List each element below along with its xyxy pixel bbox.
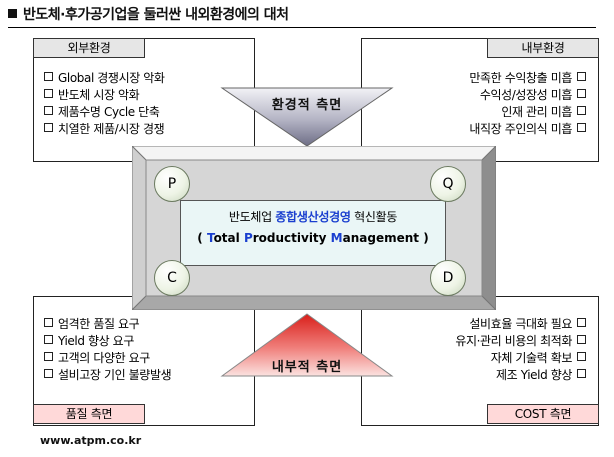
list-item-text: 인재 관리 미흡 xyxy=(501,105,572,119)
checkbox-bullet-icon xyxy=(577,352,586,361)
tpm-center-box: 반도체업 종합생산성경영 혁신활동 ( Total Productivity M… xyxy=(180,200,446,266)
checkbox-bullet-icon xyxy=(44,318,53,327)
list-item: 수익성/성장성 미흡 xyxy=(372,87,586,104)
list-item-text: 자체 기술력 확보 xyxy=(490,351,573,365)
do-circle-d: D xyxy=(430,260,466,296)
check-circle-c: C xyxy=(154,260,190,296)
cost-list: 설비효율 극대화 필요 유지·관리 비용의 최적화 자체 기술력 확보 제조 Y… xyxy=(372,316,586,384)
word-management-rest: anagement xyxy=(342,231,420,245)
checkbox-bullet-icon xyxy=(577,123,586,132)
page-title-text: 반도체·후가공기업을 둘러싼 내외환경에의 대처 xyxy=(23,7,289,23)
quality-list: 엄격한 품질 요구 Yield 향상 요구 고객의 다양한 요구 설비고장 기인… xyxy=(44,316,172,384)
checkbox-bullet-icon xyxy=(44,72,53,81)
checkbox-bullet-icon xyxy=(44,335,53,344)
tpm-korean-heading: 반도체업 종합생산성경영 혁신활동 xyxy=(181,209,445,225)
list-item: 내직장 주인의식 미흡 xyxy=(372,121,586,138)
word-productivity-rest: roductivity xyxy=(252,231,331,245)
website-url: www.atpm.co.kr xyxy=(40,434,142,447)
internal-environment-label: 내부환경 xyxy=(487,38,599,58)
environment-arrow-down xyxy=(220,87,394,147)
plan-circle: P xyxy=(154,166,190,202)
internal-arrow-up xyxy=(220,313,394,377)
page-title: 반도체·후가공기업을 둘러싼 내외환경에의 대처 xyxy=(8,4,289,24)
list-item: Yield 향상 요구 xyxy=(44,333,171,350)
list-item: 유지·관리 비용의 최적화 xyxy=(372,333,586,350)
list-item-text: 수익성/성장성 미흡 xyxy=(479,88,573,102)
square-bullet-icon xyxy=(8,9,17,18)
list-item-text: Global 경쟁시장 악화 xyxy=(58,71,165,85)
list-item-text: 설비고장 기인 불량발생 xyxy=(58,368,172,382)
list-item: 제품수명 Cycle 단축 xyxy=(44,104,165,121)
checkbox-bullet-icon xyxy=(577,335,586,344)
list-item: 치열한 제품/시장 경쟁 xyxy=(44,121,165,138)
list-item: 반도체 시장 악화 xyxy=(44,87,165,104)
list-item: 만족한 수익창출 미흡 xyxy=(372,70,586,87)
checkbox-bullet-icon xyxy=(44,106,53,115)
internal-environment-panel xyxy=(361,38,599,162)
checkbox-bullet-icon xyxy=(44,123,53,132)
acronym-letter-p: P xyxy=(243,231,253,245)
acronym-letter-m: M xyxy=(330,231,343,245)
internal-environment-list: 만족한 수익창출 미흡 수익성/성장성 미흡 인재 관리 미흡 내직장 주인의식… xyxy=(372,70,586,138)
cost-aspect-label: COST 측면 xyxy=(487,404,599,424)
environment-aspect-text: 환경적 측면 xyxy=(271,98,343,113)
list-item-text: 내직장 주인의식 미흡 xyxy=(469,122,572,136)
list-item: 인재 관리 미흡 xyxy=(372,104,586,121)
word-total-rest: otal xyxy=(213,231,244,245)
tpm-heading-prefix: 반도체업 xyxy=(228,210,276,224)
external-environment-panel xyxy=(33,38,255,162)
list-item-text: 제조 Yield 향상 xyxy=(496,368,572,382)
list-item: 설비효율 극대화 필요 xyxy=(372,316,586,333)
list-item-text: 제품수명 Cycle 단축 xyxy=(58,105,160,119)
checkbox-bullet-icon xyxy=(44,369,53,378)
internal-aspect-text: 내부적 측면 xyxy=(271,360,343,375)
list-item: Global 경쟁시장 악화 xyxy=(44,70,165,87)
tpm-heading-highlight: 종합생산성경영 xyxy=(275,210,351,224)
list-item: 제조 Yield 향상 xyxy=(372,367,586,384)
list-item-text: 치열한 제품/시장 경쟁 xyxy=(58,122,165,136)
checkbox-bullet-icon xyxy=(44,352,53,361)
do-check-circle-q: Q xyxy=(430,166,466,202)
checkbox-bullet-icon xyxy=(577,369,586,378)
list-item-text: 만족한 수익창출 미흡 xyxy=(469,71,572,85)
checkbox-bullet-icon xyxy=(44,89,53,98)
checkbox-bullet-icon xyxy=(577,72,586,81)
list-item: 고객의 다양한 요구 xyxy=(44,350,171,367)
external-environment-list: Global 경쟁시장 악화 반도체 시장 악화 제품수명 Cycle 단축 치… xyxy=(44,70,165,138)
paren-open: ( xyxy=(197,231,207,245)
list-item-text: 설비효율 극대화 필요 xyxy=(469,317,572,331)
quality-aspect-label: 품질 측면 xyxy=(33,404,145,424)
tpm-english-heading: ( Total Productivity Management ) xyxy=(181,229,445,247)
title-divider xyxy=(8,27,596,28)
checkbox-bullet-icon xyxy=(577,318,586,327)
list-item: 설비고장 기인 불량발생 xyxy=(44,367,172,384)
list-item: 자체 기술력 확보 xyxy=(372,350,586,367)
list-item-text: 유지·관리 비용의 최적화 xyxy=(455,334,572,348)
tpm-heading-suffix: 혁신활동 xyxy=(350,210,398,224)
list-item: 엄격한 품질 요구 xyxy=(44,316,171,333)
checkbox-bullet-icon xyxy=(577,89,586,98)
list-item-text: 고객의 다양한 요구 xyxy=(58,351,150,365)
list-item-text: 반도체 시장 악화 xyxy=(58,88,140,102)
list-item-text: Yield 향상 요구 xyxy=(58,334,134,348)
paren-close: ) xyxy=(419,231,429,245)
list-item-text: 엄격한 품질 요구 xyxy=(58,317,140,331)
checkbox-bullet-icon xyxy=(577,106,586,115)
external-environment-label: 외부환경 xyxy=(33,38,145,58)
acronym-letter-t: T xyxy=(206,231,214,245)
